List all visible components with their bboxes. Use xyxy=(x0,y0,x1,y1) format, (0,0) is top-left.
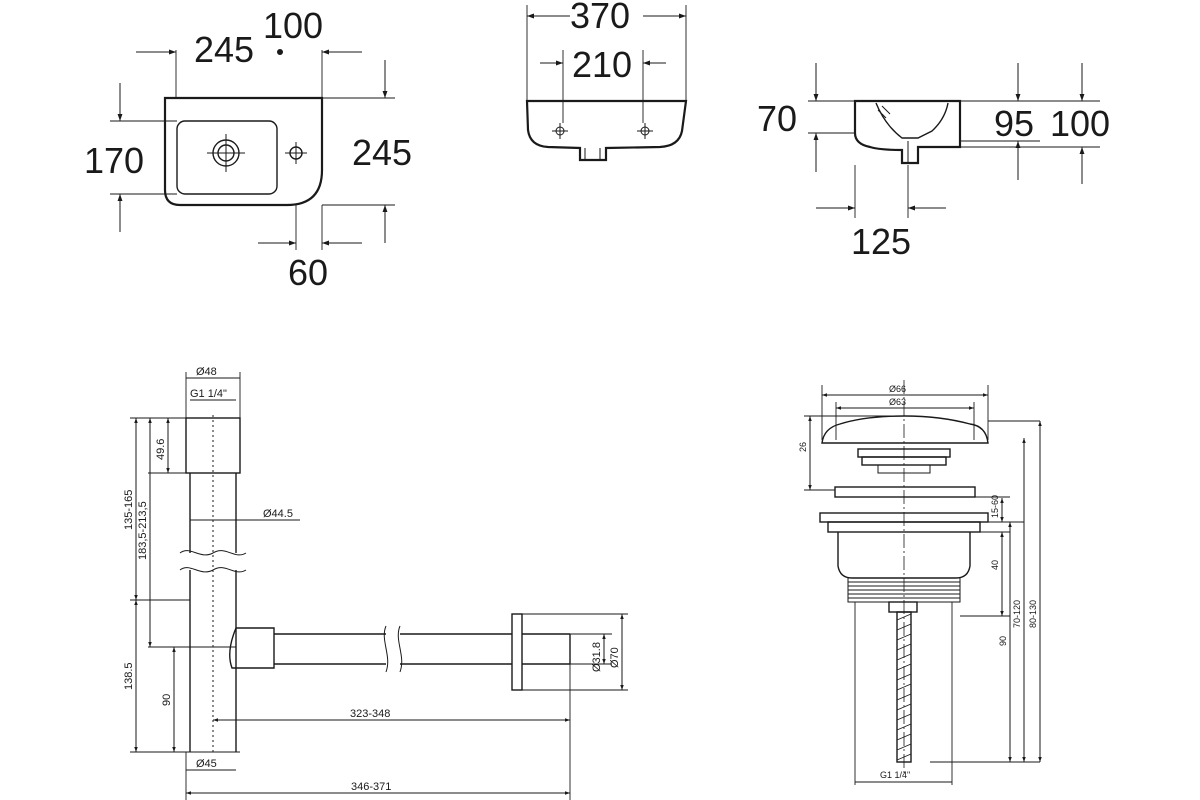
label-dia-31-8: Ø31.8 xyxy=(591,642,603,672)
label-g1-bottom: G1 1/4" xyxy=(880,770,910,780)
label-138-5: 138.5 xyxy=(123,662,135,690)
basin-bowl-outline xyxy=(176,120,278,195)
label-183-213: 183,5-213,5 xyxy=(137,501,149,560)
valve-flange xyxy=(834,486,976,498)
label-dia-70: Ø70 xyxy=(609,647,621,668)
dim-label-245-depth: 245 xyxy=(352,132,412,173)
dim-label-70: 70 xyxy=(757,98,797,139)
drain-icon xyxy=(207,134,245,172)
label-346-371: 346-371 xyxy=(351,781,391,793)
dim-label-245-width: 245 xyxy=(194,29,254,70)
dim-label-210: 210 xyxy=(572,44,632,85)
tap-center-point xyxy=(277,49,283,55)
dim-label-95: 95 xyxy=(994,103,1034,144)
valve-cap xyxy=(821,415,989,444)
label-dia-44-5: Ø44.5 xyxy=(263,508,293,520)
basin-top-view: 245 100 170 245 60 xyxy=(84,5,412,293)
tap-hole-icon xyxy=(285,142,307,164)
basin-front-view: 370 210 xyxy=(525,0,688,162)
basin-side-view: 70 95 100 125 xyxy=(757,63,1110,262)
label-40: 40 xyxy=(990,560,1000,570)
label-90-valve: 90 xyxy=(998,636,1008,646)
dim-label-370: 370 xyxy=(570,0,630,36)
label-70-120: 70-120 xyxy=(1012,600,1022,628)
trap-elbow xyxy=(229,627,275,669)
fixing-hole-left-icon xyxy=(552,123,568,139)
basin-top-outline xyxy=(163,96,324,207)
dim-label-100-rim: 100 xyxy=(1050,103,1110,144)
label-49-6: 49.6 xyxy=(155,439,167,460)
label-15-60: 15-60 xyxy=(990,495,1000,518)
fixing-hole-right-icon xyxy=(637,123,653,139)
label-26: 26 xyxy=(798,442,808,452)
basin-front-outline xyxy=(525,99,688,162)
label-80-130: 80-130 xyxy=(1028,600,1038,628)
trap-wall-flange xyxy=(511,613,523,691)
trap-break-mark xyxy=(179,550,247,556)
label-90-trap: 90 xyxy=(161,694,173,706)
label-135-165: 135-165 xyxy=(123,490,135,530)
trap-top-cap xyxy=(185,417,241,474)
label-dia-63: Ø63 xyxy=(889,397,906,407)
label-g1-top: G1 1/4" xyxy=(190,388,227,400)
bottle-trap-view: Ø48 G1 1/4" 49.6 135-165 183,5-213,5 Ø44… xyxy=(123,366,628,800)
label-323-348: 323-348 xyxy=(350,708,390,720)
basin-side-outline xyxy=(853,99,962,165)
label-dia-66: Ø66 xyxy=(889,384,906,394)
dim-label-170: 170 xyxy=(84,140,144,181)
dim-label-100-tap: 100 xyxy=(263,5,323,46)
dim-label-125: 125 xyxy=(851,221,911,262)
label-dia-48: Ø48 xyxy=(196,366,217,378)
waste-valve-view: Ø66 Ø63 26 15-60 40 90 70-120 80-130 G1 … xyxy=(798,380,1042,785)
dim-label-60: 60 xyxy=(288,252,328,293)
label-dia-45: Ø45 xyxy=(196,758,217,770)
